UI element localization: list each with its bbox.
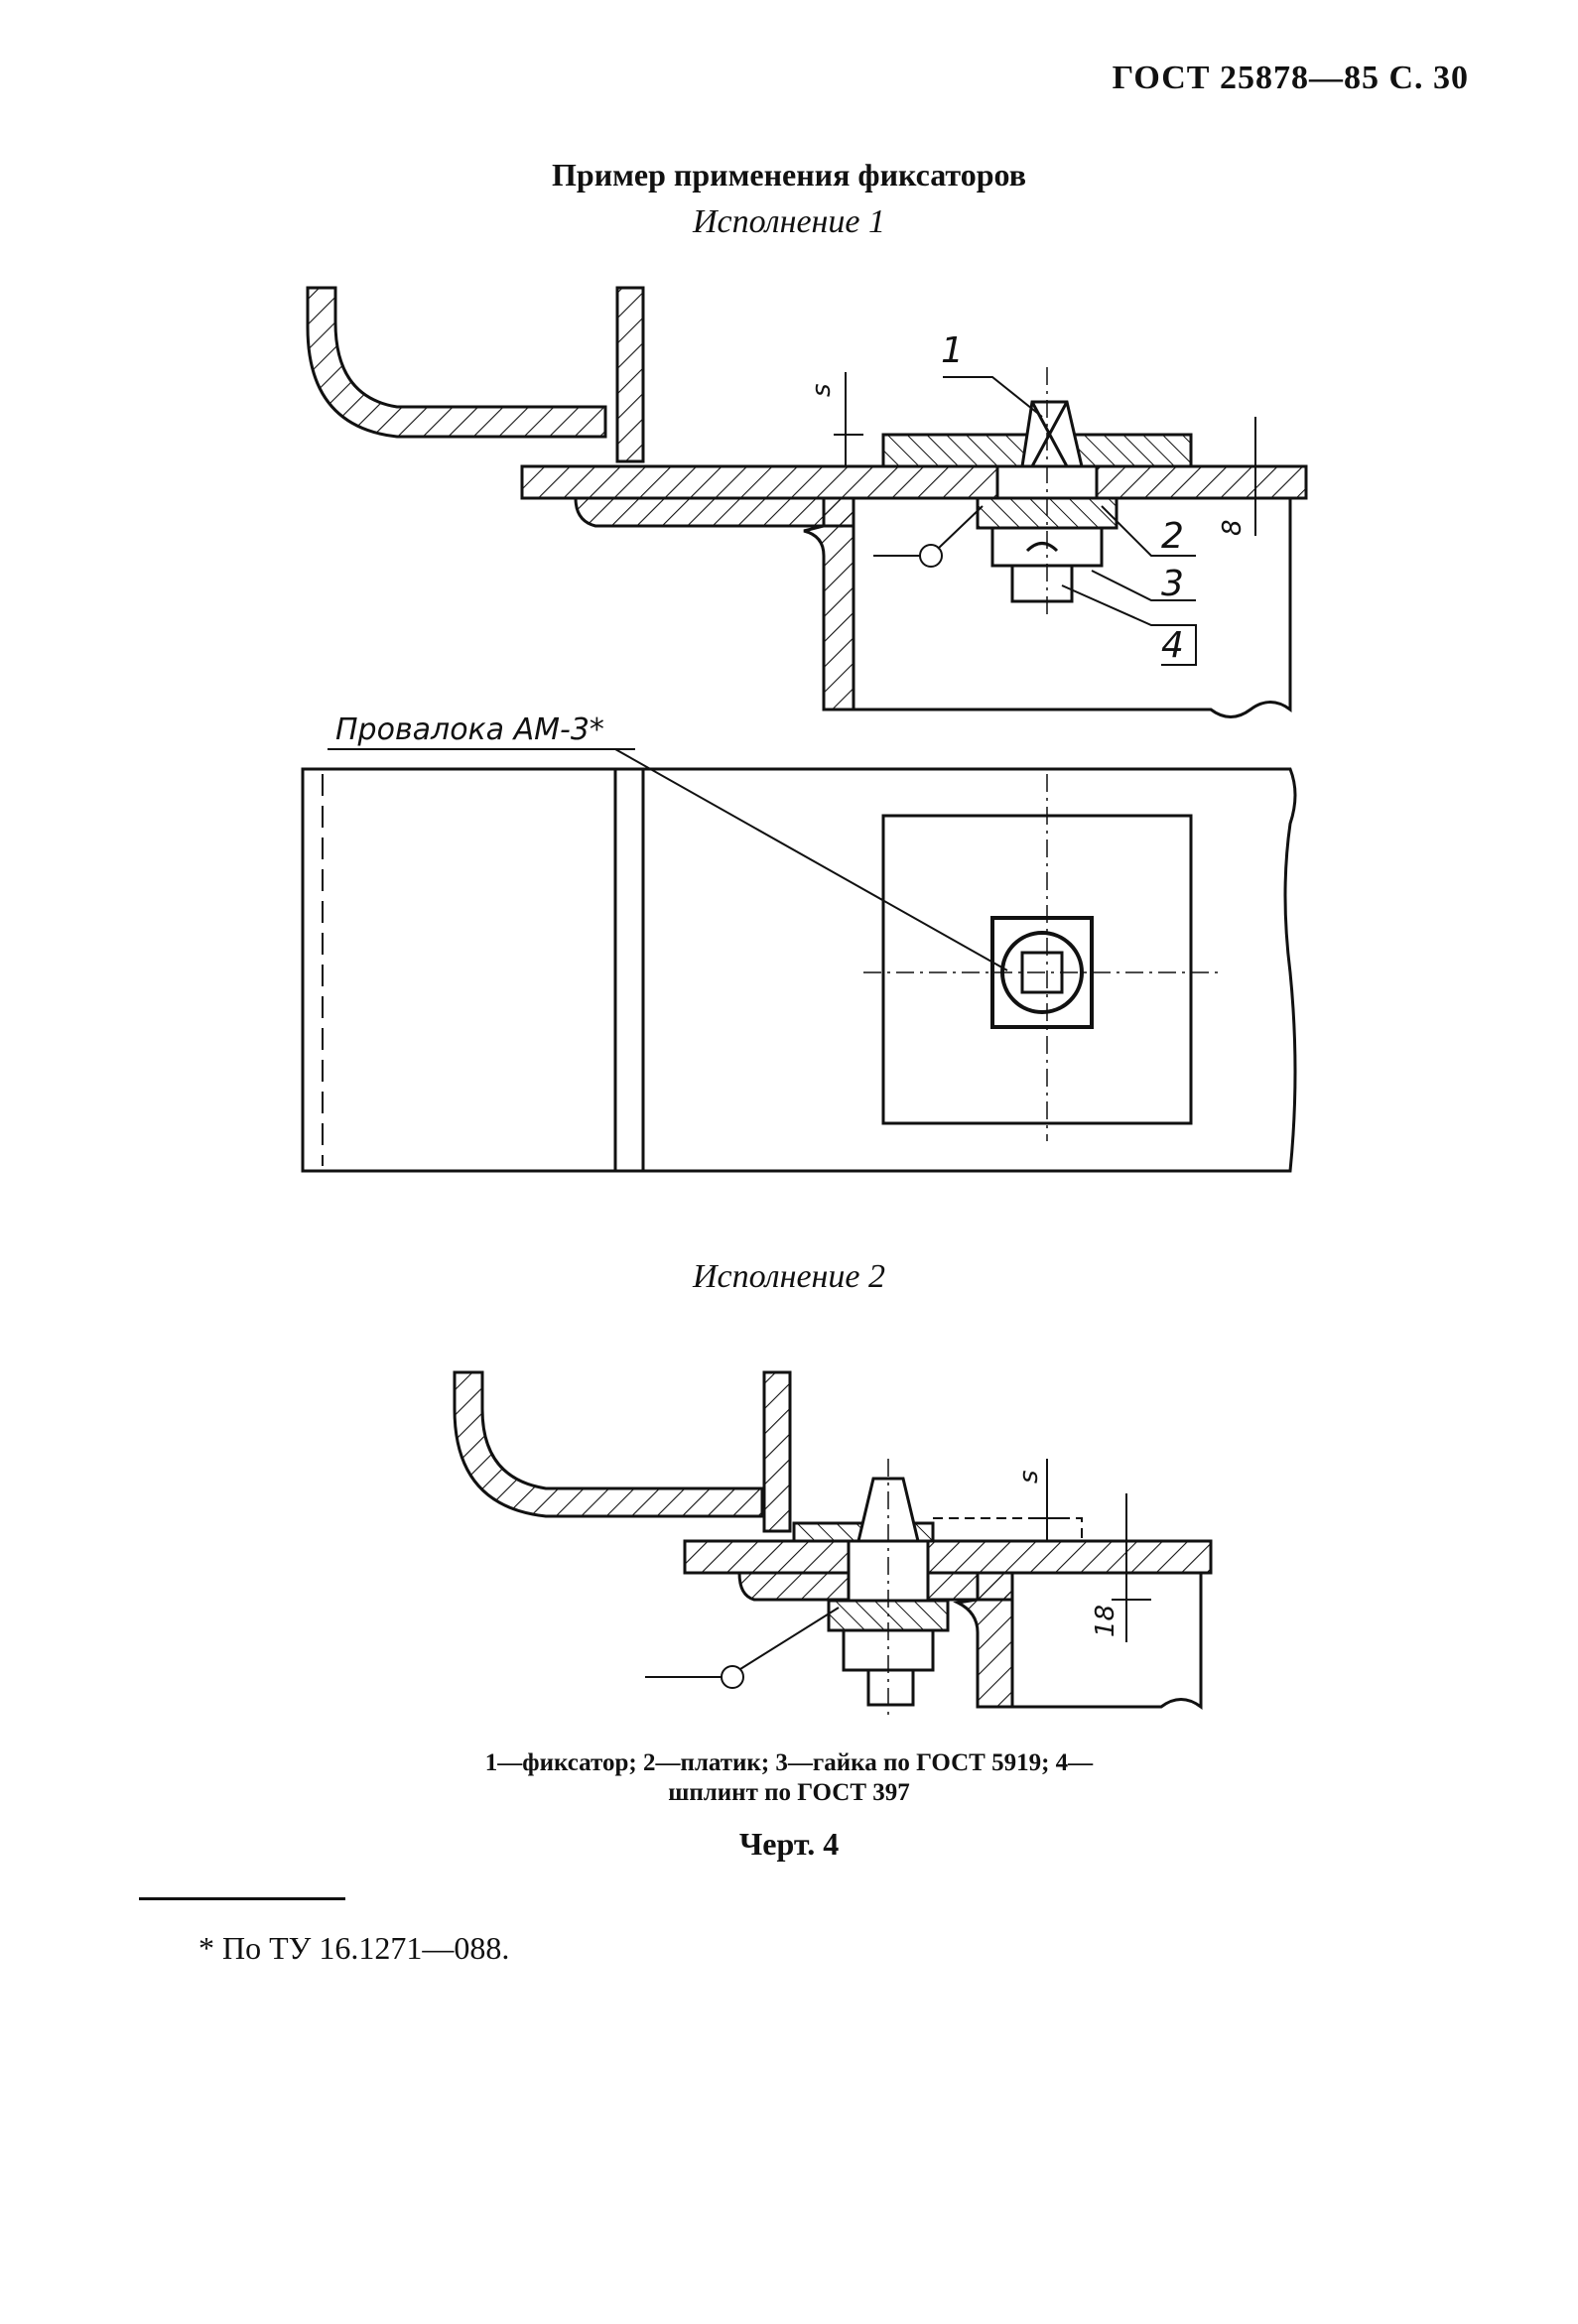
v1-leader-1 <box>943 376 1043 418</box>
v1-plan-outline <box>301 767 1297 1173</box>
v2-dim-18: 18 <box>1091 1605 1120 1637</box>
variant1-plan-view <box>301 748 1297 1173</box>
v1-lower-angle <box>574 496 855 528</box>
v2-main-plate <box>683 1539 1213 1575</box>
v1-dim-s: s <box>807 383 837 397</box>
v2-vertical-rib <box>762 1370 792 1533</box>
variant2-label: Исполнение 2 <box>692 1258 886 1295</box>
figure-label: Черт. 4 <box>738 1826 840 1862</box>
figure-caption: 1—фиксатор; 2—платик; 3—гайка по ГОСТ 59… <box>0 1748 1578 1808</box>
v1-plan-pad <box>881 814 1193 1125</box>
caption-line-2: шплинт по ГОСТ 397 <box>668 1779 910 1806</box>
v2-dim-s: s <box>1014 1470 1044 1484</box>
footnote: * По ТУ 16.1271—088. <box>198 1930 510 1966</box>
v1-right-wall <box>854 496 1292 718</box>
variant1-label: Исполнение 1 <box>692 203 886 240</box>
v1-leader-4 <box>1061 584 1197 666</box>
v1-vertical-rib <box>615 286 645 463</box>
caption-line-1: 1—фиксатор; 2—платик; 3—гайка по ГОСТ 59… <box>484 1749 1094 1776</box>
v1-weld-label: Провалока АМ-3* <box>335 712 604 747</box>
v1-callout-1: 1 <box>941 330 964 371</box>
v1-angle-flange <box>803 496 855 711</box>
v1-plan-nut <box>990 916 1094 1029</box>
v2-right-wall <box>1012 1571 1203 1710</box>
v1-main-plate <box>520 464 1308 500</box>
page-header-gost-ref: ГОСТ 25878—85 С. 30 <box>1112 60 1469 96</box>
v1-leader-2 <box>1101 505 1196 557</box>
v1-callout-4: 4 <box>1161 625 1184 666</box>
variant2-section-view <box>453 1370 1213 1717</box>
v2-bolt-end <box>866 1668 915 1707</box>
v1-channel-profile <box>306 286 607 439</box>
v1-callout-3: 3 <box>1161 564 1184 604</box>
v1-callout-2: 2 <box>1161 516 1184 557</box>
v1-dim-8: 8 <box>1218 519 1248 536</box>
footnote-divider <box>139 1897 345 1900</box>
v2-angle-flange <box>953 1571 1014 1709</box>
variant1-section-view <box>306 286 1308 718</box>
page-title: Пример применения фиксаторов <box>552 157 1026 193</box>
v2-weld-circle <box>721 1665 744 1689</box>
v1-fixator-cone <box>1020 400 1084 468</box>
v1-bolt-end <box>1010 564 1074 603</box>
v2-channel-profile <box>453 1370 764 1518</box>
v1-leader-3 <box>1091 570 1196 601</box>
